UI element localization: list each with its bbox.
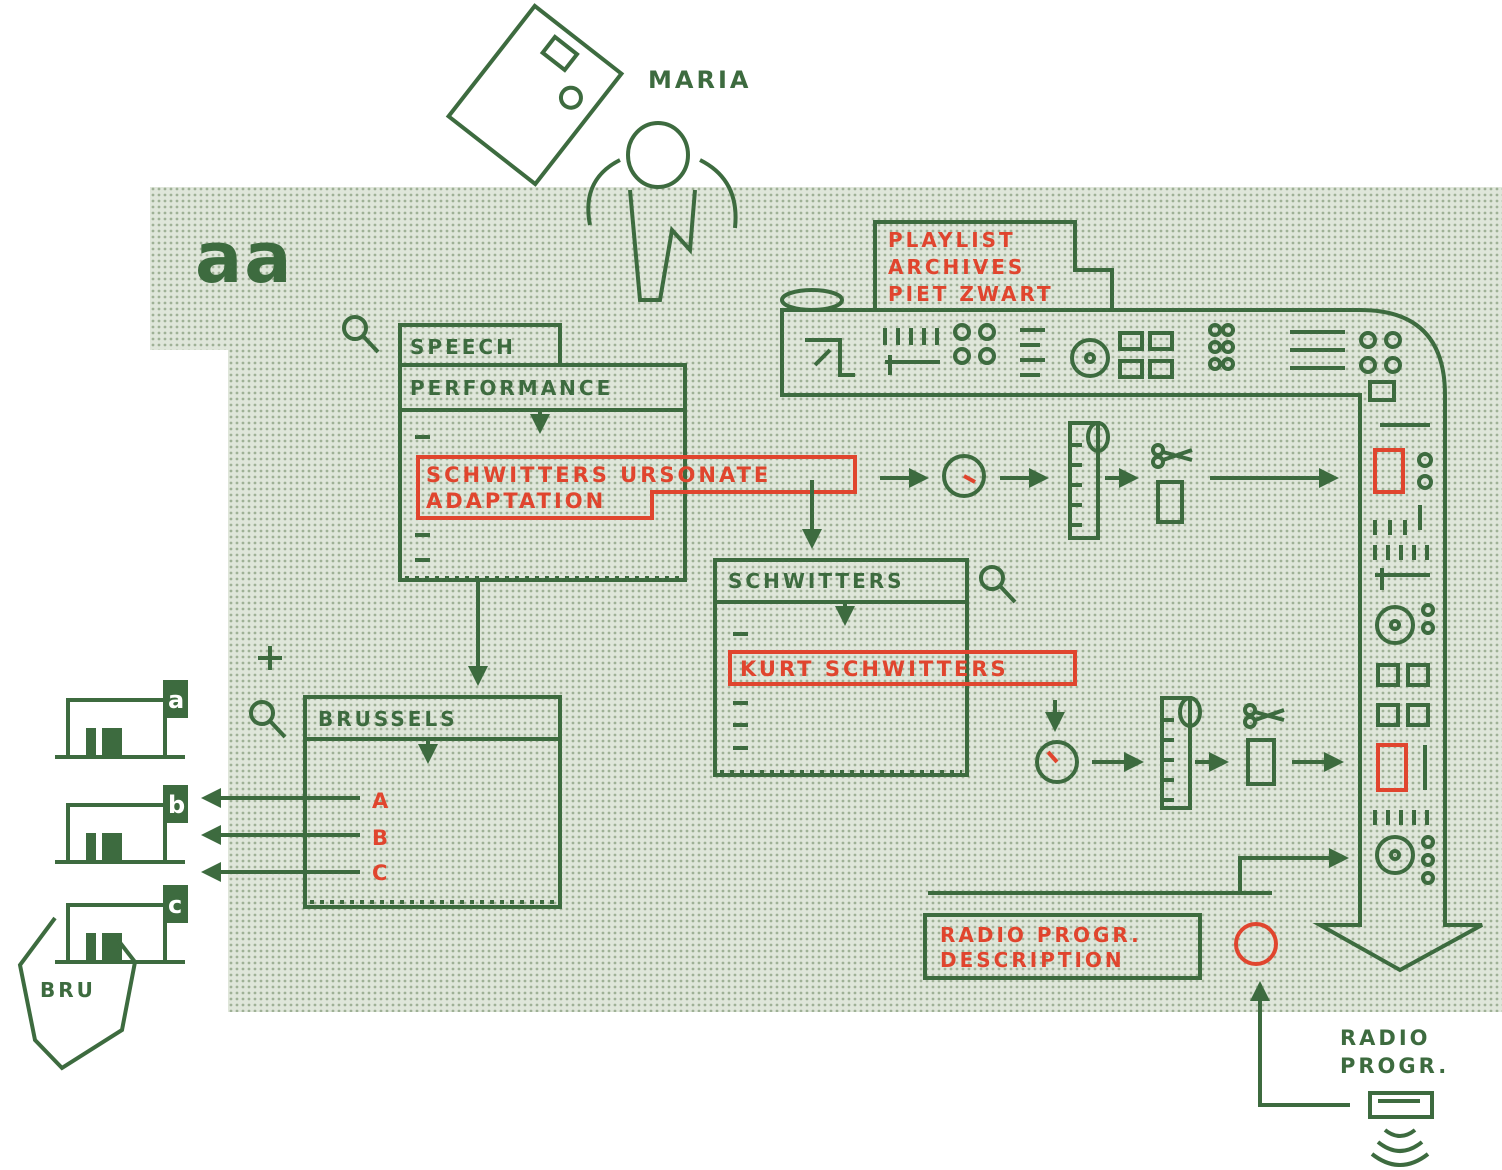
- highlight-box-ursonate: [416, 455, 857, 520]
- magnifier-handle: [361, 334, 380, 354]
- schwitters-header[interactable]: SCHWITTERS: [728, 569, 905, 593]
- person-icon: [586, 121, 738, 302]
- clock-icon: [942, 454, 986, 498]
- clock-icon-2: [1035, 740, 1079, 784]
- radio-icon: [1368, 1091, 1434, 1167]
- venue-a: [55, 680, 188, 759]
- program-line-2: DESCRIPTION: [940, 948, 1125, 972]
- highlight-box-kurt: [728, 650, 1077, 686]
- speech-table: [398, 323, 687, 582]
- brussels-row-a[interactable]: A: [372, 789, 391, 813]
- city-outline: [17, 916, 138, 1071]
- playlist-line-1: PLAYLIST: [888, 228, 1016, 252]
- brussels-table: [303, 580, 562, 909]
- plus-icon: [258, 646, 282, 670]
- magnifier-icon-2: [979, 565, 1005, 591]
- playlist-line-3: PIET ZWART: [888, 282, 1054, 306]
- speech-tab[interactable]: SPEECH: [410, 335, 516, 359]
- ruler-icon: [1068, 421, 1110, 540]
- brussels-row-b[interactable]: B: [372, 826, 391, 850]
- logo: aa: [195, 217, 293, 299]
- magnifier-handle-2: [998, 584, 1017, 604]
- phone-icon: [445, 3, 625, 187]
- magnifier-handle-3: [268, 719, 287, 739]
- mixer-band: [780, 308, 1483, 973]
- highlight-line-1[interactable]: SCHWITTERS URSONATE: [426, 463, 771, 487]
- radio-line-1: RADIO: [1340, 1026, 1431, 1050]
- venue-c: [55, 885, 188, 964]
- brussels-header[interactable]: BRUSSELS: [318, 707, 458, 731]
- clock-hand: [963, 474, 976, 484]
- brussels-row-c[interactable]: C: [372, 861, 390, 885]
- scissors-icon: [1151, 443, 1193, 524]
- schwitters-table: [713, 480, 969, 777]
- highlight-line-2[interactable]: ADAPTATION: [426, 489, 606, 513]
- mixer-icon: [805, 323, 1435, 885]
- program-box: [923, 913, 1202, 980]
- program-line-1: RADIO PROGR.: [940, 923, 1142, 947]
- magnifier-icon-3: [249, 700, 275, 726]
- magnifier-icon: [342, 315, 368, 341]
- venue-label-b: b: [168, 791, 185, 819]
- city-name: BRU: [40, 978, 96, 1002]
- venue-label-c: c: [168, 891, 182, 919]
- tape-roll-icon: [780, 288, 844, 312]
- scissors-icon-2: [1243, 703, 1285, 786]
- performance-tab[interactable]: PERFORMANCE: [410, 376, 613, 400]
- ruler-icon-2: [1160, 696, 1202, 810]
- highlight-kurt[interactable]: KURT SCHWITTERS: [740, 657, 1009, 681]
- clock-hand-2: [1046, 750, 1059, 764]
- playlist-line-2: ARCHIVES: [888, 255, 1025, 279]
- person-name: MARIA: [648, 66, 751, 94]
- radio-line-2: PROGR.: [1340, 1054, 1449, 1078]
- radio-feed-line: [1250, 981, 1350, 1107]
- clock-icon-3: [1234, 922, 1278, 966]
- venue-label-a: a: [168, 686, 184, 714]
- venue-b: [55, 785, 188, 864]
